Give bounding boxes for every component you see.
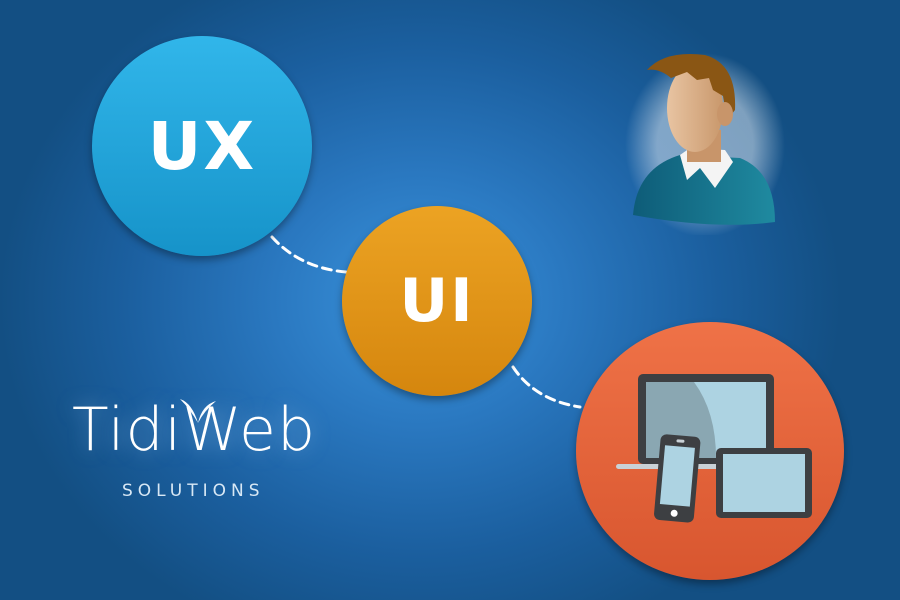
logo-name: TidiWeb bbox=[72, 395, 317, 465]
ux-label: UX bbox=[147, 107, 257, 185]
responsive-devices-icon bbox=[616, 374, 812, 523]
ui-circle: UI bbox=[342, 206, 532, 396]
devices-circle bbox=[576, 322, 844, 580]
ui-devices-connector bbox=[511, 365, 582, 409]
user-avatar-icon bbox=[625, 53, 785, 235]
logo-subtitle: SOLUTIONS bbox=[122, 481, 265, 501]
ux-ui-connector bbox=[270, 235, 348, 274]
tidiweb-logo: TidiWeb SOLUTIONS bbox=[70, 395, 350, 515]
ux-circle: UX bbox=[92, 36, 312, 256]
ui-label: UI bbox=[399, 266, 475, 336]
